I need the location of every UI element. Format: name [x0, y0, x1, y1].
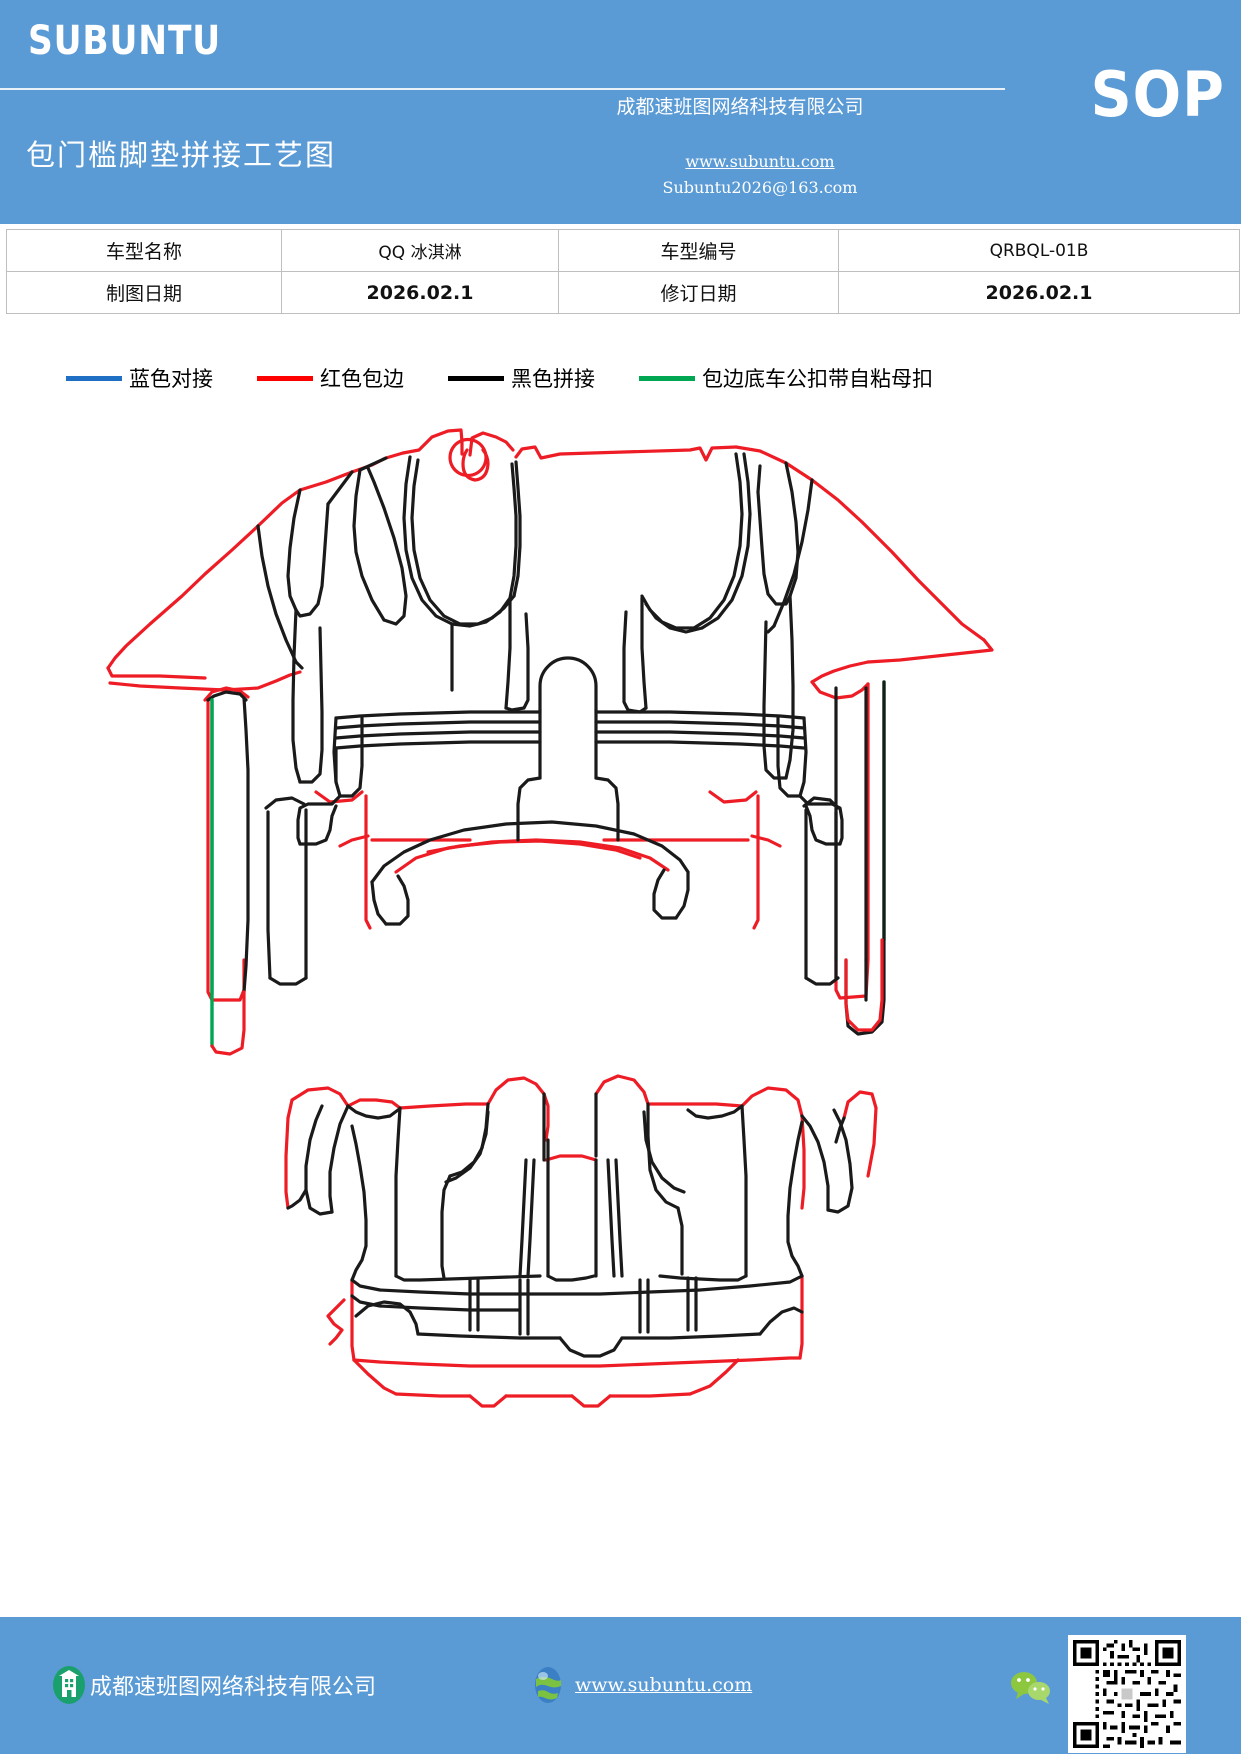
- cell-revision-date-label: 修订日期: [558, 271, 839, 314]
- footer-site-block: www.subuntu.com: [528, 1665, 752, 1705]
- legend-label-red: 红色包边: [320, 367, 404, 391]
- legend-item-red-edging: 红色包边: [257, 363, 404, 393]
- qr-code: [1068, 1635, 1186, 1753]
- cell-model-code-value: QRBQL-01B: [838, 229, 1240, 272]
- footer-company-name: 成都速班图网络科技有限公司: [90, 1674, 377, 1699]
- cell-model-code-label: 车型编号: [558, 229, 839, 272]
- lower-black-splice-paths: [286, 1092, 854, 1358]
- sop-badge: SOP: [1090, 58, 1225, 131]
- page-footer: 成都速班图网络科技有限公司 www.subuntu.com: [0, 1617, 1241, 1754]
- header-email: Subuntu2026@163.com: [662, 178, 858, 197]
- header-divider: [0, 88, 1005, 90]
- legend-label-black: 黑色拼接: [511, 367, 595, 391]
- vehicle-info-table: 车型名称 QQ 冰淇淋 车型编号 QRBQL-01B 制图日期 2026.02.…: [6, 229, 1240, 314]
- cell-draw-date-label: 制图日期: [6, 271, 282, 314]
- cell-model-name-value: QQ 冰淇淋: [281, 229, 559, 272]
- page-header: SUBUNTU 包门槛脚垫拼接工艺图 SOP 成都速班图网络科技有限公司 www…: [0, 0, 1241, 224]
- drawing-canvas: [106, 428, 994, 1408]
- header-website-link[interactable]: www.subuntu.com: [685, 152, 835, 171]
- legend-item-green-fastener: 包边底车公扣带自粘母扣: [639, 363, 933, 393]
- legend-item-blue-butt-joint: 蓝色对接: [66, 363, 213, 393]
- legend-label-green: 包边底车公扣带自粘母扣: [702, 367, 933, 391]
- line-swatch-green-icon: [639, 375, 695, 381]
- cell-model-name-label: 车型名称: [6, 229, 282, 272]
- table-row: 车型名称 QQ 冰淇淋 车型编号 QRBQL-01B: [6, 229, 1240, 272]
- header-company-name: 成都速班图网络科技有限公司: [616, 97, 864, 118]
- footer-website-link[interactable]: www.subuntu.com: [575, 1674, 753, 1696]
- brand-logo: SUBUNTU: [28, 18, 222, 64]
- page-title: 包门槛脚垫拼接工艺图: [26, 140, 337, 172]
- table-row: 制图日期 2026.02.1 修订日期 2026.02.1: [6, 271, 1240, 314]
- line-swatch-black-icon: [448, 375, 504, 381]
- cell-revision-date-value: 2026.02.1: [838, 271, 1240, 314]
- globe-icon: [535, 1667, 561, 1703]
- cell-draw-date-value: 2026.02.1: [281, 271, 559, 314]
- legend-item-black-splice: 黑色拼接: [448, 363, 595, 393]
- building-icon: [53, 1666, 85, 1704]
- qr-code-image: [1073, 1640, 1181, 1748]
- red-edging-paths: [106, 428, 994, 1002]
- line-swatch-red-icon: [257, 375, 313, 381]
- footer-company-block: 成都速班图网络科技有限公司: [52, 1665, 376, 1705]
- wechat-icon: [1011, 1672, 1050, 1704]
- lower-red-edging-paths: [284, 1074, 878, 1408]
- floor-mat-splice-technical-drawing: [0, 400, 1241, 1430]
- line-swatch-blue-icon: [66, 375, 122, 381]
- black-splice-paths: [206, 452, 868, 996]
- legend: 蓝色对接 红色包边 黑色拼接 包边底车公扣带自粘母扣: [0, 358, 1241, 398]
- legend-label-blue: 蓝色对接: [129, 367, 213, 391]
